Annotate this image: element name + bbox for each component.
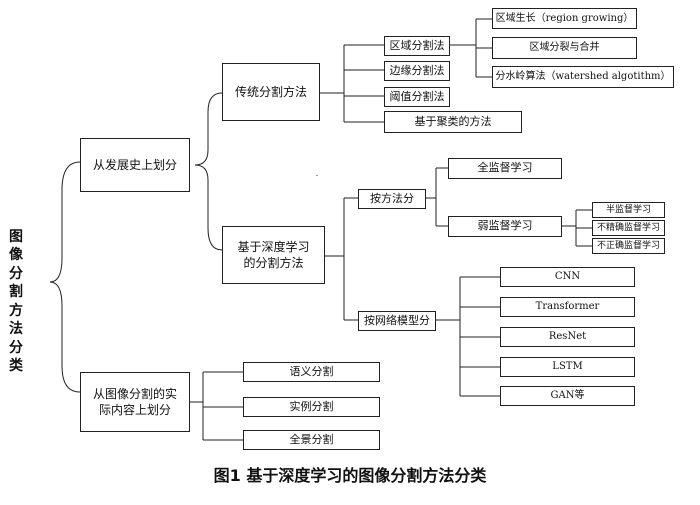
node-incorrect-supervised: 不正确监督学习	[592, 238, 665, 254]
stray-dot	[316, 175, 318, 176]
node-by-network: 按网络模型分	[358, 311, 436, 331]
node-gan: GAN等	[500, 386, 635, 406]
node-traditional: 传统分割方法	[222, 63, 320, 121]
content-bracket	[190, 371, 243, 441]
node-threshold: 阈值分割法	[384, 87, 450, 107]
node-semi-supervised: 半监督学习	[592, 202, 665, 218]
node-edge: 边缘分割法	[384, 61, 450, 81]
node-cluster: 基于聚类的方法	[384, 111, 522, 133]
node-region-growing: 区域生长（region growing）	[492, 8, 637, 29]
node-transformer: Transformer	[500, 297, 635, 317]
node-deep: 基于深度学习的分割方法	[222, 226, 325, 284]
network-bracket	[436, 276, 500, 397]
node-region: 区域分割法	[384, 36, 450, 56]
node-inexact-supervised: 不精确监督学习	[592, 220, 665, 236]
figure-caption: 图1 基于深度学习的图像分割方法分类	[213, 466, 487, 485]
node-weak-supervised: 弱监督学习	[448, 216, 562, 237]
method-bracket	[426, 167, 448, 227]
root-label: 图像分割方法分类	[9, 229, 23, 375]
node-cnn: CNN	[500, 267, 635, 287]
node-history: 从发展史上划分	[80, 138, 190, 192]
node-resnet: ResNet	[500, 327, 635, 347]
node-panoptic: 全景分割	[243, 430, 380, 450]
deep-bracket	[325, 197, 358, 321]
node-split-merge: 区域分裂与合并	[492, 37, 637, 59]
node-lstm: LSTM	[500, 357, 635, 377]
node-semantic: 语义分割	[243, 362, 380, 382]
root-brace	[49, 161, 81, 393]
node-watershed: 分水岭算法（watershed algotithm）	[492, 66, 674, 88]
region-bracket	[450, 18, 492, 78]
traditional-bracket	[320, 44, 384, 123]
history-brace	[194, 92, 223, 251]
node-content: 从图像分割的实际内容上划分	[80, 372, 190, 432]
node-full-supervised: 全监督学习	[448, 158, 562, 179]
weak-bracket	[562, 209, 592, 247]
node-instance: 实例分割	[243, 397, 380, 417]
node-by-method: 按方法分	[358, 189, 426, 209]
